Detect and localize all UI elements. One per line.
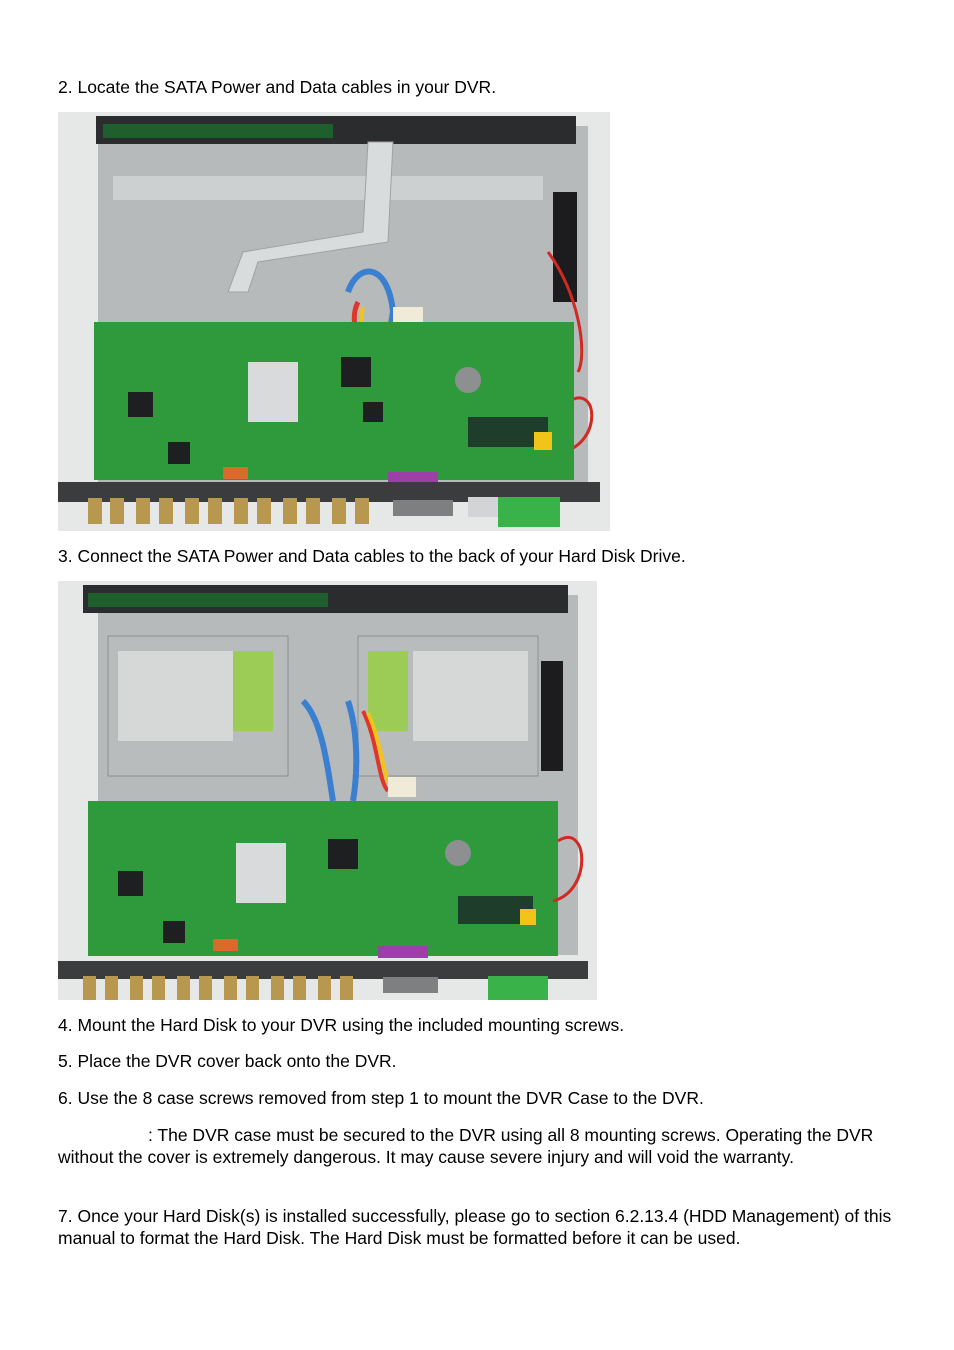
- dvr-open-photo: [58, 112, 610, 531]
- step-5-text: 5. Place the DVR cover back onto the DVR…: [58, 1051, 397, 1071]
- warning-text: : The DVR case must be secured to the DV…: [58, 1125, 874, 1167]
- step-4-text: 4. Mount the Hard Disk to your DVR using…: [58, 1015, 625, 1035]
- step-7-text: 7. Once your Hard Disk(s) is installed s…: [58, 1206, 892, 1248]
- step-2-text: 2. Locate the SATA Power and Data cables…: [58, 77, 497, 97]
- step-6-text: 6. Use the 8 case screws removed from st…: [58, 1088, 704, 1108]
- step-3-text: 3. Connect the SATA Power and Data cable…: [58, 546, 686, 566]
- dvr-hdd-connected-photo: [58, 581, 597, 1000]
